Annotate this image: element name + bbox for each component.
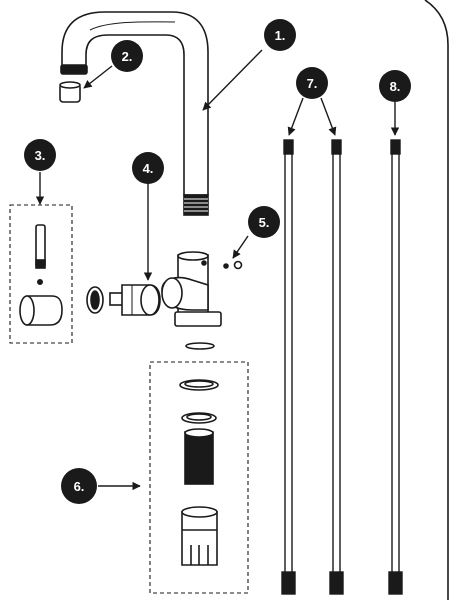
part-hose-3 xyxy=(388,139,403,595)
part-washer-top xyxy=(185,342,215,350)
svg-text:7.: 7. xyxy=(307,76,318,91)
part-valve-body xyxy=(161,251,243,327)
part-hose-2 xyxy=(329,139,344,595)
leader-lines xyxy=(35,49,400,491)
svg-text:8.: 8. xyxy=(390,79,401,94)
svg-text:4.: 4. xyxy=(143,161,154,176)
part-handle xyxy=(19,224,63,326)
svg-text:1.: 1. xyxy=(275,28,286,43)
callout-4: 4. xyxy=(132,152,164,184)
callout-8: 8. xyxy=(379,70,411,102)
callout-1: 1. xyxy=(264,19,296,51)
callout-5: 5. xyxy=(248,206,280,238)
svg-text:2.: 2. xyxy=(122,49,133,64)
part-spout xyxy=(60,11,209,216)
svg-text:5.: 5. xyxy=(259,215,270,230)
leader-7b xyxy=(320,97,337,136)
svg-text:3.: 3. xyxy=(35,148,46,163)
part-6-group-box xyxy=(149,361,249,594)
part-aerator xyxy=(59,81,81,103)
part-mounting-kit xyxy=(179,379,219,566)
part-hose-1 xyxy=(281,139,296,595)
part-cartridge xyxy=(86,284,161,316)
page-frame-edge xyxy=(424,0,449,600)
part-3-group-box xyxy=(9,204,73,344)
callout-6: 6. xyxy=(61,468,97,504)
leader-7a xyxy=(287,97,304,136)
leader-1 xyxy=(202,49,263,111)
leader-2 xyxy=(83,65,113,89)
leader-5 xyxy=(232,235,249,259)
svg-text:6.: 6. xyxy=(74,479,85,494)
callout-3: 3. xyxy=(24,139,56,171)
callout-2: 2. xyxy=(111,40,143,72)
callout-7: 7. xyxy=(296,67,328,99)
